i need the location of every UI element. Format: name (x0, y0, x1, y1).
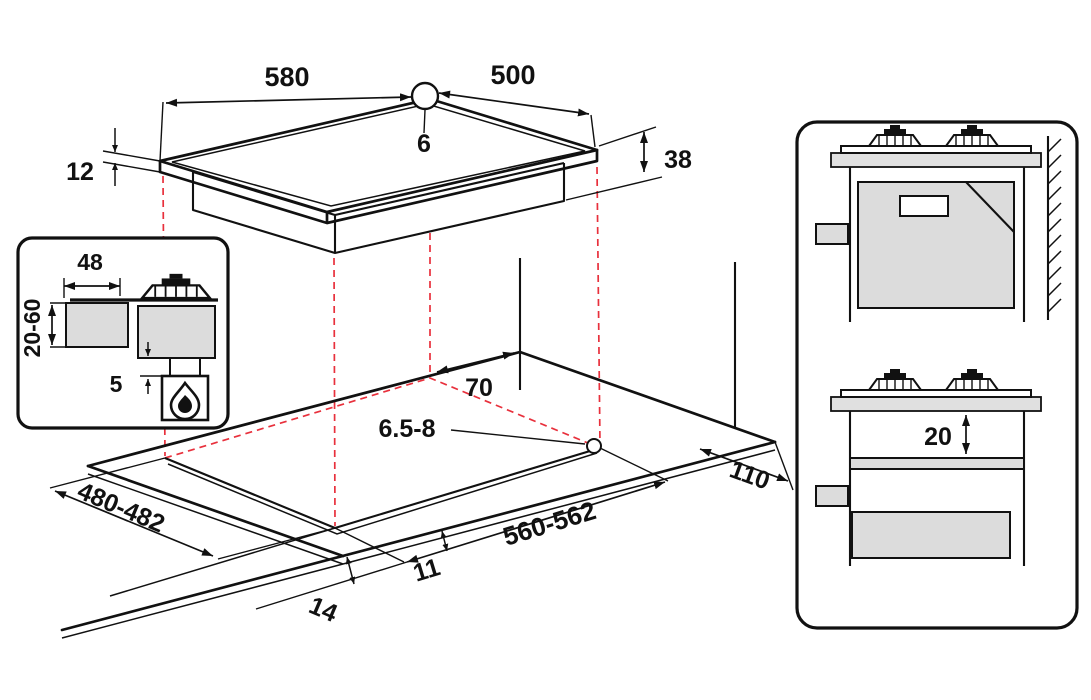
dim-label-cutout-width: 560-562 (499, 495, 599, 552)
section-detail-inset: 48 20-60 5 (16, 236, 230, 430)
hob-plate-side (158, 148, 599, 225)
cutout-back-edges (164, 377, 601, 459)
dim-line-11 (440, 530, 449, 552)
dim-line-110 (699, 448, 789, 482)
side-bracket (815, 223, 849, 245)
dim-label-front-clearance: 14 (305, 591, 342, 628)
hob-tub-section (137, 305, 216, 359)
hob-top-inner-edge (171, 103, 586, 207)
oven-display (899, 195, 949, 217)
cutout-edge-extension (109, 527, 336, 597)
dim-label-side-clearance: 11 (410, 553, 444, 588)
oven-corner-line (965, 181, 1015, 233)
shelf (849, 457, 1025, 470)
worktop-section-block (65, 302, 129, 348)
dim-label-hole-diameter: 6 (417, 130, 431, 158)
worktop-back-edges (86, 350, 777, 468)
thickness-callout-circle (586, 438, 602, 454)
worktop-slab (830, 396, 1042, 412)
dim-label-hob-width: 580 (264, 62, 309, 92)
hob-isometric-view: 580 6 500 12 38 (66, 60, 692, 527)
dim-label-worktop-thickness: 6.5-8 (379, 415, 436, 443)
dim-line-70 (436, 351, 515, 374)
hob-tub (191, 161, 566, 255)
dim-line-560 (406, 481, 666, 563)
flame-icon-core (178, 395, 192, 413)
worktop-slab (830, 152, 1042, 168)
dim-label-hole-offset: 48 (77, 249, 103, 275)
dim-line-500 (438, 90, 590, 117)
dim-label-hob-depth: 500 (490, 60, 535, 90)
cabinet-views-panel: 20 (795, 120, 1079, 630)
dim-label-edge-thickness: 12 (66, 158, 94, 186)
wall-hatching (1047, 138, 1062, 313)
dim-label-body-height: 38 (664, 146, 692, 174)
dim-label-bottom-gap: 5 (110, 371, 123, 397)
cutout-thickness-line (167, 452, 598, 535)
dim-label-shelf-clearance: 20 (924, 423, 952, 451)
dim-label-rear-clearance: 70 (465, 374, 493, 402)
cabinet-sides (848, 167, 1026, 322)
dim-label-worktop-range: 20-60 (19, 299, 45, 358)
view-hob-over-shelf: 20 (815, 368, 1042, 566)
side-bracket (815, 485, 849, 507)
view-hob-over-oven (815, 124, 1062, 322)
hole-symbol (410, 81, 440, 111)
worktop-front-edge (60, 440, 777, 632)
hob-plate (840, 145, 1032, 154)
drawer-front (851, 511, 1011, 559)
cabinet-sides (848, 411, 1026, 566)
hob-plate (840, 389, 1032, 398)
dim-line-480 (54, 490, 214, 557)
dim-label-right-clearance: 110 (726, 455, 773, 495)
worktop-left-edge (86, 464, 345, 558)
gas-inlet-neck (169, 357, 201, 377)
dim-line-580 (165, 93, 412, 107)
dim-line-14 (345, 556, 356, 585)
worktop-thickness-lines (61, 449, 776, 639)
